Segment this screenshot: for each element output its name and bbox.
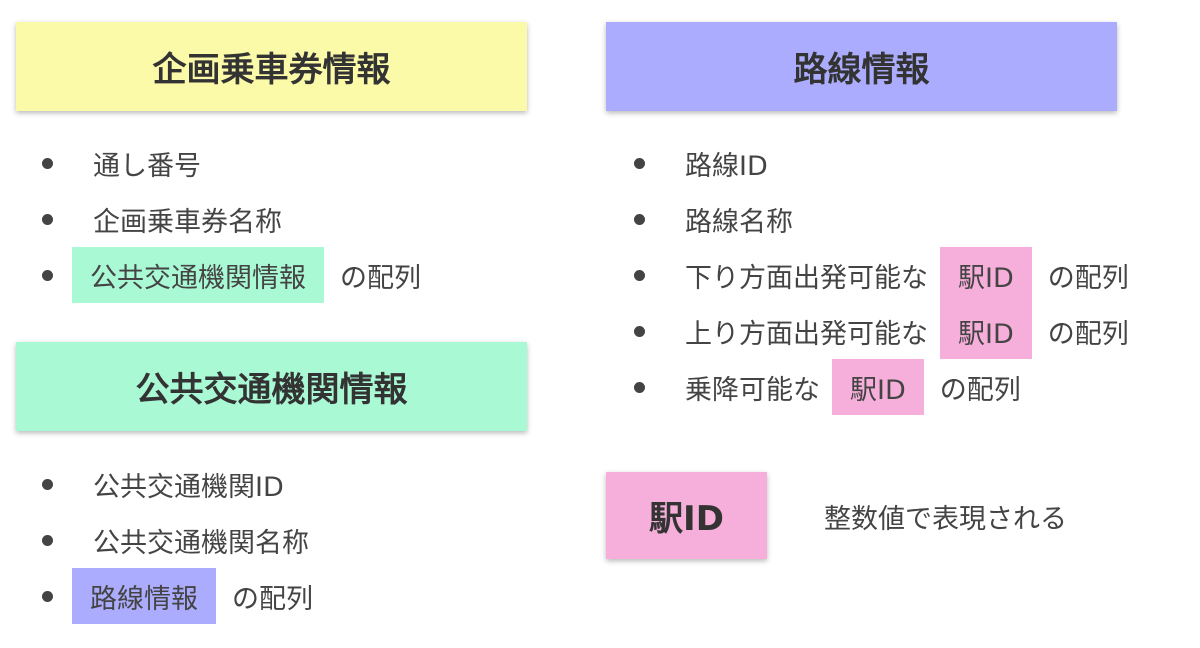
ticket-info-title: 企画乗車券情報: [152, 50, 391, 90]
station-id-tag: 駅ID: [940, 303, 1032, 359]
list-item: 下り方面出発可能な 駅ID の配列: [634, 247, 1194, 303]
bullet-icon: [634, 326, 645, 337]
list-item: 通し番号: [42, 135, 562, 191]
route-info-tag: 路線情報: [72, 568, 216, 624]
array-suffix: の配列: [1047, 318, 1129, 350]
array-suffix: の配列: [1047, 262, 1129, 294]
station-id-title: 駅ID: [649, 499, 724, 539]
field-transit-id: 公共交通機関ID: [93, 471, 284, 503]
ticket-info-field-list: 通し番号 企画乗車券名称 公共交通機関情報 の配列: [42, 135, 562, 303]
array-suffix: の配列: [939, 374, 1021, 406]
route-info-field-list: 路線ID 路線名称 下り方面出発可能な 駅ID の配列 上り方面出発可能な 駅I…: [634, 135, 1194, 415]
bullet-icon: [42, 214, 53, 225]
field-route-name: 路線名称: [685, 206, 793, 238]
field-serial-number: 通し番号: [93, 150, 201, 182]
station-id-box: 駅ID: [606, 472, 767, 559]
list-item: 企画乗車券名称: [42, 191, 562, 247]
route-info-box: 路線情報: [606, 22, 1117, 111]
list-item: 上り方面出発可能な 駅ID の配列: [634, 303, 1194, 359]
transit-info-tag: 公共交通機関情報: [72, 247, 324, 303]
ticket-info-box: 企画乗車券情報: [16, 22, 527, 111]
bullet-icon: [42, 535, 53, 546]
bullet-icon: [634, 158, 645, 169]
field-transit-name: 公共交通機関名称: [93, 527, 309, 559]
array-suffix: の配列: [340, 262, 421, 294]
station-id-description: 整数値で表現される: [824, 504, 1067, 535]
bullet-icon: [634, 214, 645, 225]
bullet-icon: [42, 270, 53, 281]
list-item: 乗降可能な 駅ID の配列: [634, 359, 1194, 415]
bullet-icon: [634, 382, 645, 393]
list-item: 公共交通機関名称: [42, 512, 562, 568]
field-down-departure: 下り方面出発可能な: [685, 262, 928, 294]
list-item: 公共交通機関ID: [42, 456, 562, 512]
bullet-icon: [42, 479, 53, 490]
array-suffix: の配列: [232, 583, 313, 615]
transit-info-box: 公共交通機関情報: [16, 342, 527, 431]
list-item: 路線名称: [634, 191, 1194, 247]
field-boarding: 乗降可能な: [685, 374, 820, 406]
field-up-departure: 上り方面出発可能な: [685, 318, 928, 350]
list-item: 路線情報 の配列: [42, 568, 562, 624]
list-item: 公共交通機関情報 の配列: [42, 247, 562, 303]
bullet-icon: [634, 270, 645, 281]
bullet-icon: [42, 158, 53, 169]
station-id-tag: 駅ID: [832, 359, 924, 415]
field-route-id: 路線ID: [685, 150, 768, 182]
bullet-icon: [42, 591, 53, 602]
route-info-title: 路線情報: [793, 50, 930, 90]
field-ticket-name: 企画乗車券名称: [93, 206, 282, 238]
list-item: 路線ID: [634, 135, 1194, 191]
station-id-tag: 駅ID: [940, 247, 1032, 303]
transit-info-field-list: 公共交通機関ID 公共交通機関名称 路線情報 の配列: [42, 456, 562, 624]
transit-info-title: 公共交通機関情報: [135, 370, 408, 410]
